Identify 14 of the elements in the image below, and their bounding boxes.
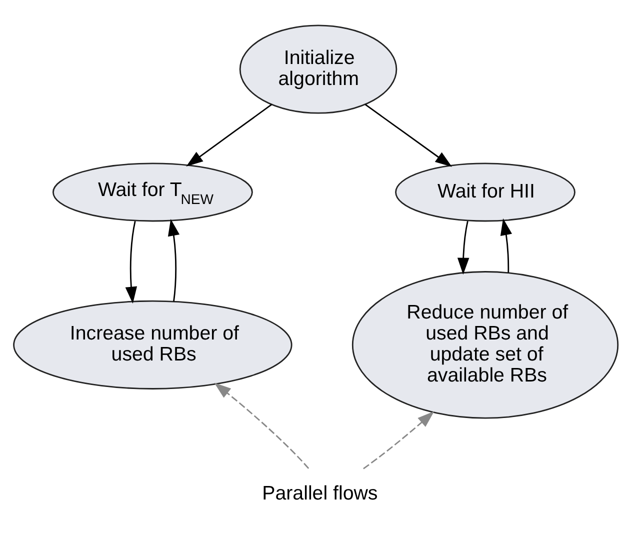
node-ellipse: Wait for HII bbox=[395, 162, 576, 222]
arrow bbox=[457, 220, 470, 274]
node-ellipse: Wait for T$_{NEW}$ bbox=[52, 162, 253, 222]
arrow bbox=[168, 218, 180, 302]
arrow bbox=[364, 103, 452, 166]
node-ellipse: Increase number of used RBs bbox=[13, 300, 292, 389]
arrow bbox=[125, 220, 138, 304]
arrow bbox=[500, 218, 512, 272]
node-ellipse: Reduce number of used RBs and update set of available RBs bbox=[352, 270, 619, 418]
node-ellipse: Initialize algorithm bbox=[239, 24, 398, 114]
node-text: Parallel flows bbox=[262, 482, 378, 504]
arrow bbox=[214, 382, 310, 468]
arrow bbox=[363, 410, 434, 469]
arrow bbox=[186, 103, 272, 166]
